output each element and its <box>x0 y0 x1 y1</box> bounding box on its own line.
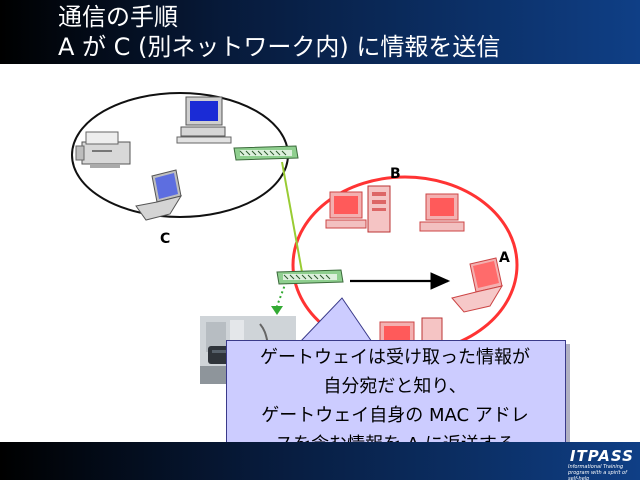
printer-icon <box>75 131 131 168</box>
callout-line: ゲートウェイは受け取った情報が <box>260 347 530 368</box>
laptop-icon <box>451 257 504 313</box>
network-switch-icon <box>276 269 344 285</box>
callout-line: ゲートウェイ自身の MAC アドレ <box>261 405 529 426</box>
title-bar <box>0 0 640 64</box>
laptop-icon <box>135 169 183 221</box>
switch-link <box>281 161 303 273</box>
down-arrow-icon <box>271 306 283 315</box>
logo-tagline: Informational Training program with a sp… <box>568 464 627 482</box>
desktop-computer-icon <box>176 96 232 144</box>
slide-title-line1: 通信の手順 <box>58 3 178 31</box>
callout-pointer <box>298 297 373 343</box>
slide-title-line2: A が C (別ネットワーク内) に情報を送信 <box>58 33 501 61</box>
desktop-computer-icon <box>419 193 465 232</box>
server-tower-icon <box>367 185 391 233</box>
callout-line: 自分宛だと知り、 <box>323 376 467 397</box>
network-switch-icon <box>233 145 299 161</box>
itpass-logo: ITPASS <box>569 447 634 465</box>
footer-bar <box>0 442 640 480</box>
gateway-dotted-link <box>276 281 287 307</box>
desktop-computer-icon <box>325 191 367 229</box>
node-label-c: C <box>160 231 171 247</box>
node-label-a: A <box>499 250 510 266</box>
node-label-b: B <box>390 166 401 182</box>
